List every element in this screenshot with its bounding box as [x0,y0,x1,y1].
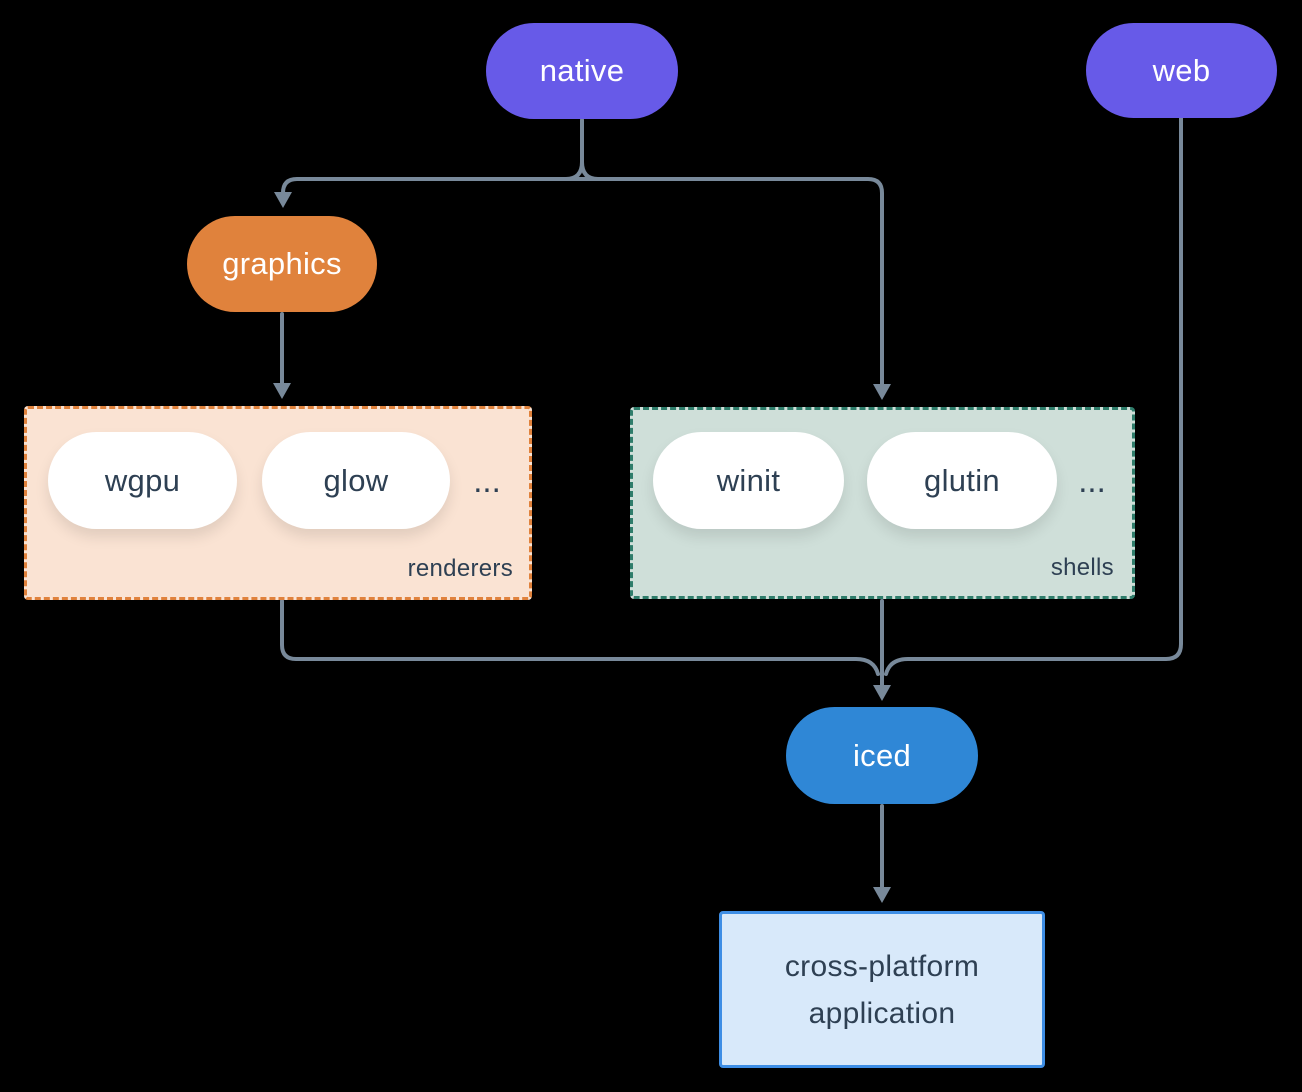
node-winit-label: winit [716,462,781,498]
node-glow: glow [262,432,450,529]
arrowhead-to-shells [873,384,891,400]
node-web-label: web [1152,52,1211,88]
edge-web-junction [884,116,1183,676]
arrowhead-to-app [873,887,891,903]
node-graphics: graphics [187,216,377,312]
node-native-label: native [539,53,625,88]
edge-renderers-junction [280,599,880,676]
node-wgpu: wgpu [48,432,237,529]
node-glutin-label: glutin [924,462,1000,498]
group-shells: winit glutin ... shells [630,407,1135,599]
shells-ellipsis: ... [1078,461,1106,499]
node-iced-label: iced [852,737,912,773]
arrowhead-to-graphics [274,192,292,208]
group-renderers: wgpu glow ... renderers [24,406,532,600]
arrowhead-to-iced [873,685,891,701]
node-app-label: cross-platform application [784,949,980,1030]
node-web: web [1086,23,1277,118]
node-native: native [486,23,678,119]
node-glow-label: glow [323,462,389,498]
renderers-ellipsis: ... [473,461,501,499]
node-winit: winit [653,432,844,529]
node-iced: iced [786,707,978,804]
node-cross-platform-application: cross-platform application [719,911,1045,1068]
edge-native-fillet-left [564,160,584,181]
edge-native-fillet-right [580,160,600,181]
node-wgpu-label: wgpu [104,462,181,498]
node-glutin: glutin [867,432,1057,529]
edge-native-branch [281,177,884,389]
renderers-label: renderers [407,555,513,582]
arrowhead-to-renderers [273,383,291,399]
shells-label: shells [1050,554,1114,581]
node-graphics-label: graphics [222,246,342,281]
